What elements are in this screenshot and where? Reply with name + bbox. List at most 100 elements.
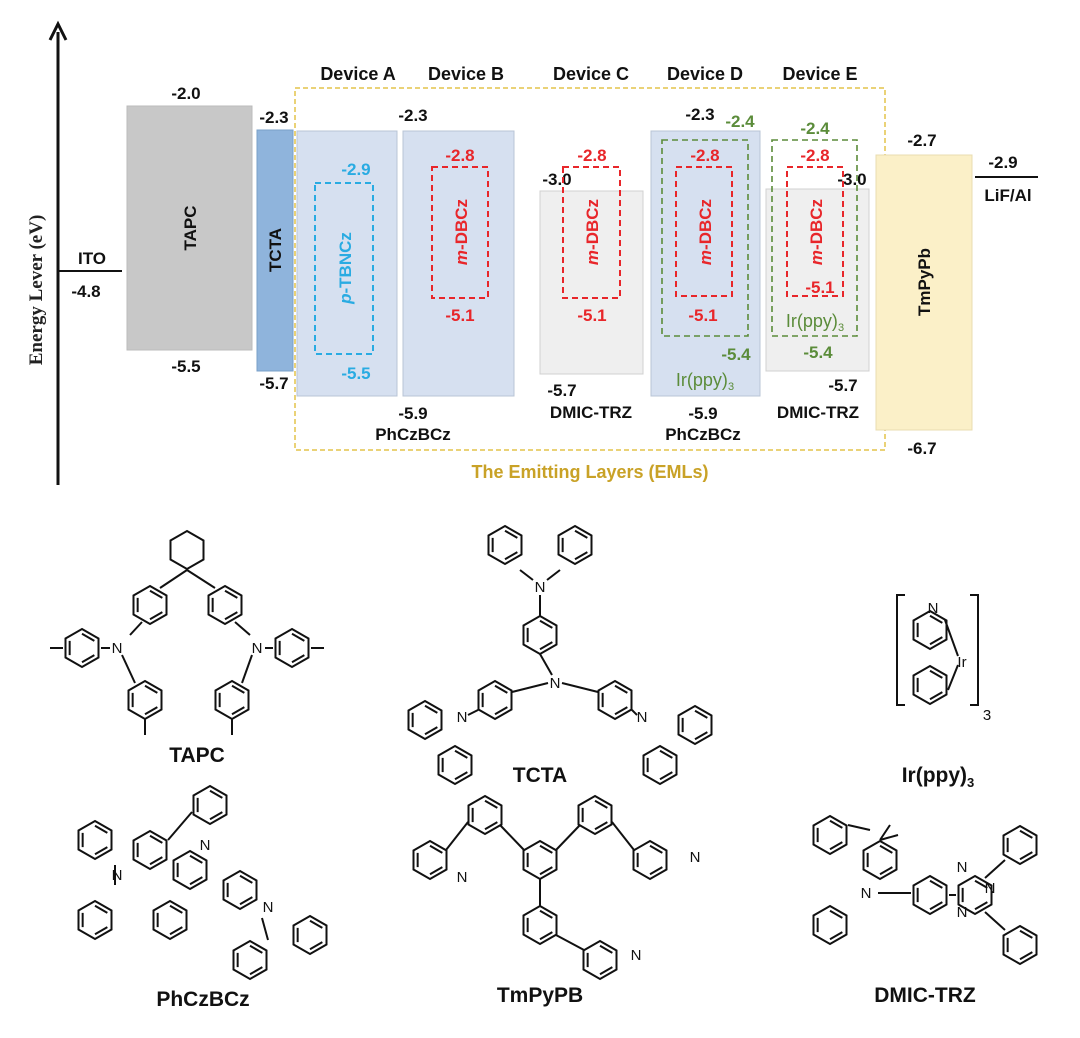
double-bond	[224, 611, 238, 621]
tcta-n4: N	[637, 709, 648, 726]
benzene-ring	[477, 679, 513, 721]
double-bond	[504, 529, 518, 539]
benzene-ring	[412, 839, 448, 881]
tapc-structure-label: TAPC	[169, 744, 225, 767]
double-bond	[879, 866, 893, 876]
double-bond	[504, 551, 518, 561]
mdbcz-d-label: m-DBCz	[696, 199, 715, 265]
double-bond	[659, 771, 673, 781]
mdbcz-e-lumo: -2.8	[800, 146, 829, 165]
device-a-label: Device A	[320, 64, 395, 84]
benzene-ring	[132, 584, 168, 626]
tmpypb-homo: -6.7	[907, 439, 936, 458]
device-c-label: Device C	[553, 64, 629, 84]
double-bond	[574, 529, 588, 539]
bond	[555, 934, 585, 951]
double-bond	[81, 654, 95, 664]
dmictrz-e-homo: -5.7	[828, 376, 857, 395]
dmictrz-structure-label: DMIC-TRZ	[874, 984, 976, 1007]
benzene-ring	[1002, 824, 1038, 866]
device-e-host	[765, 188, 870, 372]
phczbcz-d-homo: -5.9	[688, 404, 717, 423]
irppy-structure-label: Ir(ppy)3	[902, 764, 975, 790]
mdbcz-e-label: m-DBCz	[807, 199, 826, 265]
bond	[631, 709, 638, 716]
bond	[234, 621, 251, 636]
double-bond	[539, 619, 553, 629]
double-bond	[1019, 829, 1033, 839]
device-d-label: Device D	[667, 64, 743, 84]
tapc-n1: N	[112, 640, 123, 657]
irppy-sub: 3	[983, 707, 991, 724]
triazine-ring	[957, 874, 993, 916]
dmictrz-c-homo: -5.7	[547, 381, 576, 400]
lifal-value: -2.9	[988, 153, 1017, 172]
benzene-ring	[912, 609, 948, 651]
benzene-ring	[292, 914, 328, 956]
bond	[944, 619, 959, 657]
benzene-ring	[812, 814, 848, 856]
tmpypb-structure-label: TmPyPB	[497, 984, 583, 1007]
ptbncz-lumo: -2.9	[341, 160, 370, 179]
double-bond	[694, 731, 708, 741]
bond	[947, 664, 959, 691]
bond	[879, 824, 891, 841]
device-a-host	[296, 130, 398, 397]
tcta-label: TCTA	[266, 228, 285, 272]
double-bond	[599, 966, 613, 976]
irppy-e-homo: -5.4	[803, 343, 833, 362]
double-bond	[1019, 929, 1033, 939]
ptbncz-label: p-TBNCz	[336, 232, 355, 305]
benzene-ring	[812, 904, 848, 946]
double-bond	[539, 866, 553, 876]
double-bond	[649, 844, 663, 854]
tcta-structure-label: TCTA	[513, 764, 567, 787]
irppy-d-lumo: -2.4	[725, 112, 755, 131]
tmpypb-n3: N	[631, 947, 642, 964]
double-bond	[484, 821, 498, 831]
double-bond	[829, 841, 843, 851]
double-bond	[231, 706, 245, 716]
double-bond	[539, 931, 553, 941]
phczbcz-d-lumo: -2.3	[685, 105, 714, 124]
tcta-n2: N	[550, 675, 561, 692]
phczbcz-ab-label: PhCzBCz	[375, 425, 451, 444]
double-bond	[829, 819, 843, 829]
double-bond	[209, 811, 223, 821]
device-c-host	[539, 190, 644, 375]
double-bond	[694, 709, 708, 719]
double-bond	[594, 821, 608, 831]
bond	[539, 653, 553, 676]
tmpypb-layer	[875, 154, 973, 431]
double-bond	[224, 589, 238, 599]
double-bond	[424, 704, 438, 714]
double-bond	[309, 919, 323, 929]
tapc-label: TAPC	[181, 205, 200, 250]
double-bond	[659, 749, 673, 759]
irppy-d-emitter	[661, 139, 749, 337]
benzene-ring	[64, 627, 100, 669]
bond	[984, 911, 1006, 931]
double-bond	[974, 901, 988, 911]
double-bond	[81, 632, 95, 642]
bond	[499, 824, 525, 851]
benzene-ring	[557, 524, 593, 566]
benzene-ring	[677, 704, 713, 746]
double-bond	[454, 749, 468, 759]
benzene-ring	[577, 794, 613, 836]
double-bond	[94, 926, 108, 936]
double-bond	[599, 944, 613, 954]
benzene-ring	[632, 839, 668, 881]
benzene-ring	[467, 794, 503, 836]
double-bond	[574, 551, 588, 561]
bond	[561, 682, 599, 693]
double-bond	[1019, 851, 1033, 861]
tcta-homo: -5.7	[259, 374, 288, 393]
double-bond	[1019, 951, 1033, 961]
double-bond	[94, 904, 108, 914]
benzene-ring	[597, 679, 633, 721]
bond	[511, 682, 549, 693]
double-bond	[189, 876, 203, 886]
double-bond	[424, 726, 438, 736]
